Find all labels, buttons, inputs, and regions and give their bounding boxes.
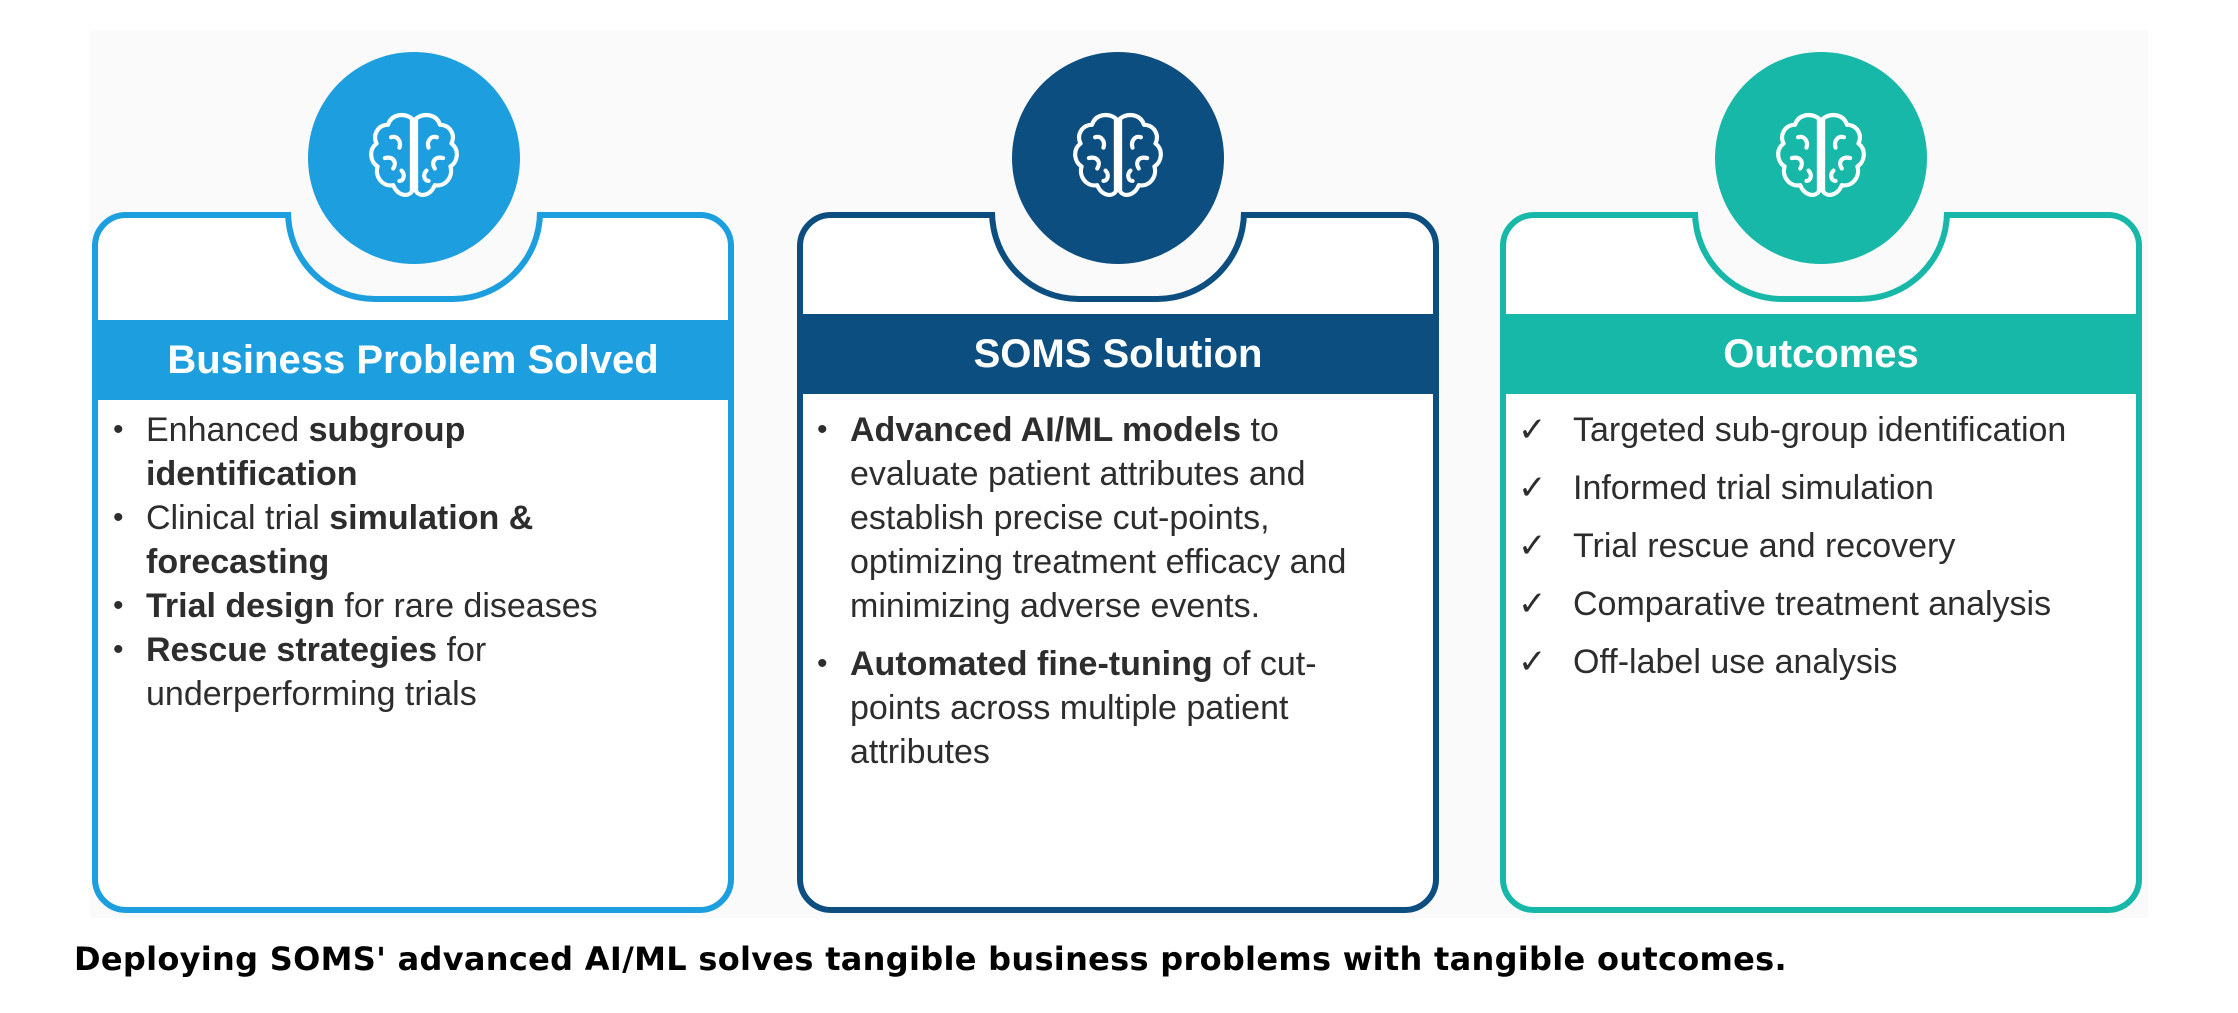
check-icon: ✓: [1518, 411, 1547, 449]
problem-list: Enhanced subgroup identification Clinica…: [113, 408, 673, 716]
list-item: ✓Comparative treatment analysis: [1518, 582, 2118, 626]
check-icon: ✓: [1518, 469, 1547, 507]
solution-circle: [1012, 52, 1224, 264]
brain-icon: [1769, 104, 1873, 213]
list-item: Clinical trial simulation & forecasting: [113, 496, 673, 584]
list-item: ✓Informed trial simulation: [1518, 466, 2118, 510]
list-item: ✓Off-label use analysis: [1518, 640, 2118, 684]
outcomes-title: Outcomes: [1500, 314, 2142, 394]
brain-icon: [1066, 104, 1170, 213]
outcomes-list: ✓Targeted sub-group identification ✓Info…: [1518, 408, 2118, 698]
problem-circle: [308, 52, 520, 264]
outcomes-circle: [1715, 52, 1927, 264]
check-icon: ✓: [1518, 585, 1547, 623]
solution-list: Advanced AI/ML models to evaluate patien…: [817, 408, 1387, 788]
problem-title: Business Problem Solved: [92, 320, 734, 400]
list-item: ✓Trial rescue and recovery: [1518, 524, 2118, 568]
list-item: Advanced AI/ML models to evaluate patien…: [817, 408, 1387, 628]
list-item: Rescue strategies for underperforming tr…: [113, 628, 673, 716]
check-icon: ✓: [1518, 527, 1547, 565]
list-item: ✓Targeted sub-group identification: [1518, 408, 2118, 452]
list-item: Automated fine-tuning of cut-points acro…: [817, 642, 1387, 774]
caption: Deploying SOMS' advanced AI/ML solves ta…: [74, 940, 1787, 978]
check-icon: ✓: [1518, 643, 1547, 681]
list-item: Trial design for rare diseases: [113, 584, 673, 628]
brain-icon: [362, 104, 466, 213]
solution-title: SOMS Solution: [797, 314, 1439, 394]
list-item: Enhanced subgroup identification: [113, 408, 673, 496]
